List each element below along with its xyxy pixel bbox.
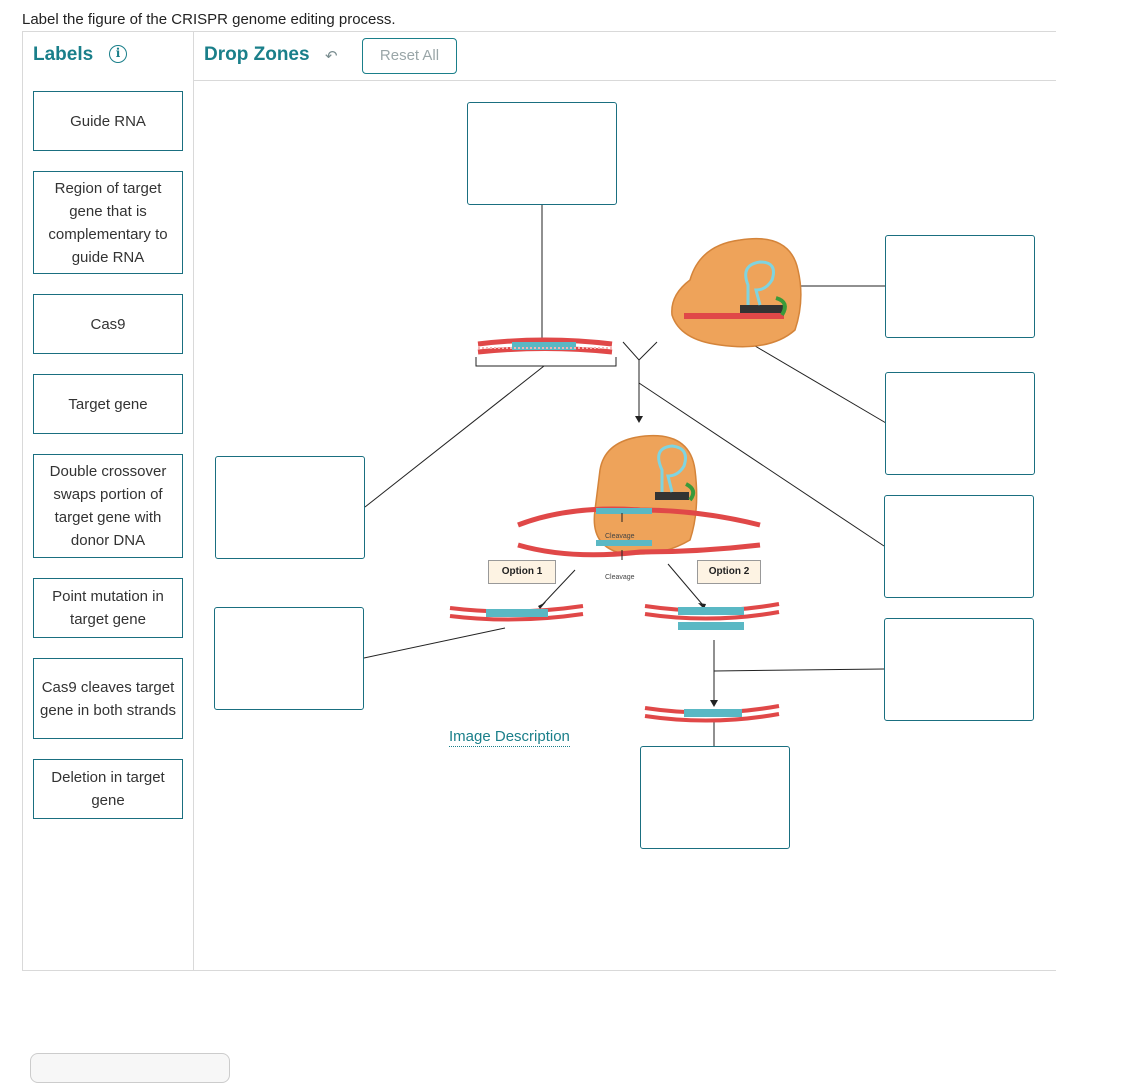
image-description-link[interactable]: Image Description bbox=[449, 728, 570, 747]
activity-frame bbox=[22, 31, 1056, 971]
drop-zones-heading: Drop Zones bbox=[204, 44, 310, 65]
drop-zone-left-1[interactable] bbox=[215, 456, 365, 559]
reset-all-button[interactable]: Reset All bbox=[362, 38, 457, 74]
label-card-point-mutation[interactable]: Point mutation in target gene bbox=[33, 578, 183, 638]
label-card-cas9[interactable]: Cas9 bbox=[33, 294, 183, 354]
info-icon[interactable]: i bbox=[109, 45, 127, 63]
label-card-guide-rna[interactable]: Guide RNA bbox=[33, 91, 183, 151]
bottom-button[interactable] bbox=[30, 1053, 230, 1083]
drop-zone-left-2[interactable] bbox=[214, 607, 364, 710]
labels-heading: Labels bbox=[33, 44, 94, 65]
panel-divider bbox=[193, 31, 194, 971]
label-card-cas9-cleaves[interactable]: Cas9 cleaves target gene in both strands bbox=[33, 658, 183, 739]
drop-zone-top[interactable] bbox=[467, 102, 617, 205]
cleavage-label-bottom: Cleavage bbox=[605, 574, 635, 581]
option1-label: Option 1 bbox=[488, 560, 556, 584]
label-card-double-crossover[interactable]: Double crossover swaps portion of target… bbox=[33, 454, 183, 558]
drop-zone-bottom[interactable] bbox=[640, 746, 790, 849]
drop-zone-right-3[interactable] bbox=[884, 495, 1034, 598]
cleavage-label-top: Cleavage bbox=[605, 533, 635, 540]
label-card-complementary-region[interactable]: Region of target gene that is complement… bbox=[33, 171, 183, 274]
instruction-text: Label the figure of the CRISPR genome ed… bbox=[22, 11, 396, 28]
label-card-target-gene[interactable]: Target gene bbox=[33, 374, 183, 434]
drop-zone-right-1[interactable] bbox=[885, 235, 1035, 338]
drop-zone-right-2[interactable] bbox=[885, 372, 1035, 475]
option2-label: Option 2 bbox=[697, 560, 761, 584]
label-card-deletion[interactable]: Deletion in target gene bbox=[33, 759, 183, 819]
header-divider bbox=[193, 80, 1056, 81]
undo-icon[interactable]: ↶ bbox=[325, 48, 338, 65]
drop-zone-right-4[interactable] bbox=[884, 618, 1034, 721]
